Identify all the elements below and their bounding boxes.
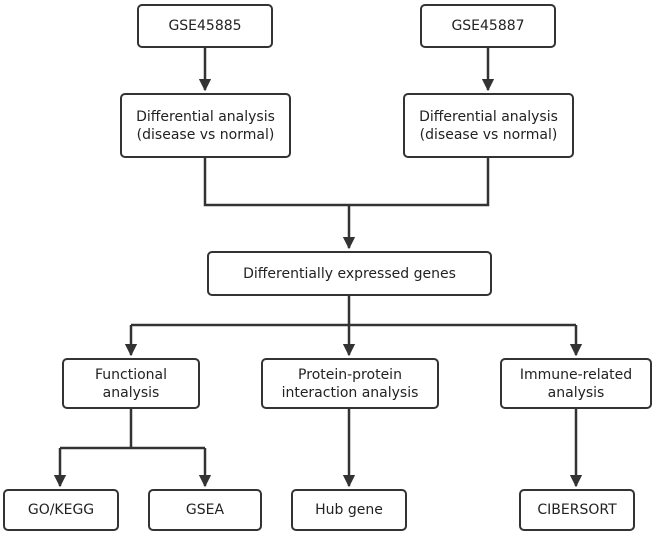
node-label-line: Differential analysis <box>419 108 558 125</box>
node-label-line: Protein-protein <box>298 366 402 383</box>
node-label-line: CIBERSORT <box>537 502 617 518</box>
node-differential-analysis-right: Differential analysis (disease vs normal… <box>403 93 574 158</box>
node-label-line: GSE45887 <box>451 18 525 34</box>
node-gse45885: GSE45885 <box>137 4 273 48</box>
node-protein-protein-interaction: Protein-protein interaction analysis <box>261 358 439 409</box>
node-label-line: analysis <box>547 384 605 401</box>
node-cibersort: CIBERSORT <box>519 489 635 531</box>
node-label-line: GSEA <box>185 502 225 518</box>
node-label-line: analysis <box>102 384 160 401</box>
node-label-line: Immune-related <box>519 366 633 383</box>
node-label-line: GO/KEGG <box>27 502 95 518</box>
node-label-line: Functional <box>94 366 168 383</box>
node-go-kegg: GO/KEGG <box>3 489 119 531</box>
node-gsea: GSEA <box>148 489 262 531</box>
node-immune-related-analysis: Immune-related analysis <box>500 358 652 409</box>
node-label-line: (disease vs normal) <box>419 126 558 143</box>
node-differential-analysis-left: Differential analysis (disease vs normal… <box>120 93 291 158</box>
node-label-line: interaction analysis <box>281 384 419 401</box>
node-differentially-expressed-genes: Differentially expressed genes <box>207 251 492 296</box>
node-label-line: Hub gene <box>315 502 383 518</box>
merge-connector <box>203 157 490 207</box>
node-label-line: Differentially expressed genes <box>243 265 456 282</box>
node-hub-gene: Hub gene <box>291 489 407 531</box>
node-label-line: GSE45885 <box>168 18 242 34</box>
node-label-line: Differential analysis <box>136 108 275 125</box>
node-gse45887: GSE45887 <box>420 4 556 48</box>
node-label-line: (disease vs normal) <box>136 126 275 143</box>
node-functional-analysis: Functional analysis <box>62 358 200 409</box>
